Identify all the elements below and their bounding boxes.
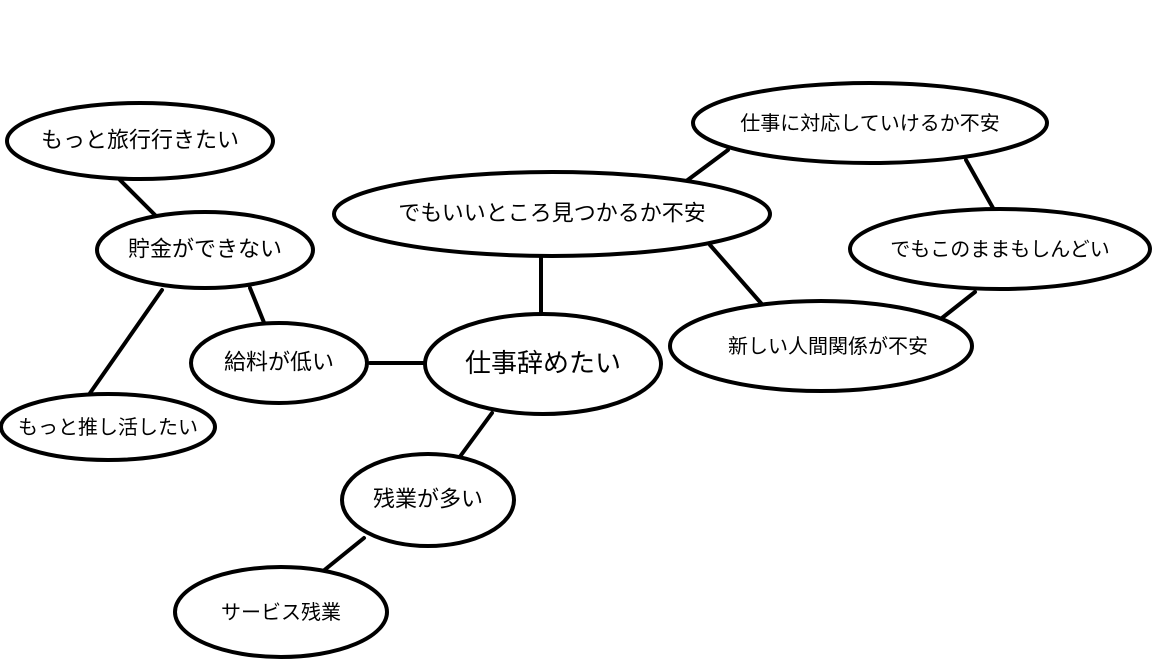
node-center-shape — [423, 312, 663, 416]
node-oshi-shape — [0, 392, 217, 462]
node-travel[interactable]: もっと旅行行きたい — [5, 101, 275, 181]
node-service-overtime[interactable]: サービス残業 — [173, 565, 389, 659]
node-oshi[interactable]: もっと推し活したい — [0, 392, 217, 462]
link-low-salary-no-savings — [248, 286, 267, 327]
node-oshi-label: もっと推し活したい — [18, 415, 198, 439]
node-no-savings[interactable]: 貯金ができない — [95, 210, 315, 290]
node-relationships-label: 新しい人間関係が不安 — [728, 334, 928, 358]
node-center-label: 仕事辞めたい — [465, 349, 621, 379]
node-service-overtime-label: サービス残業 — [221, 600, 341, 624]
node-adapt-work[interactable]: 仕事に対応していけるか不安 — [691, 81, 1049, 165]
node-tiring[interactable]: でもこのままもしんどい — [848, 207, 1152, 291]
node-travel-label: もっと旅行行きたい — [41, 129, 239, 154]
link-no-savings-travel — [118, 178, 157, 217]
node-adapt-work-label: 仕事に対応していけるか不安 — [740, 111, 999, 135]
node-find-job-shape — [332, 170, 772, 258]
link-find-job-adapt — [683, 148, 730, 184]
node-adapt-work-shape — [691, 81, 1049, 165]
node-relationships-shape — [668, 299, 974, 393]
node-low-salary[interactable]: 給料が低い — [189, 321, 369, 405]
node-center[interactable]: 仕事辞めたい — [423, 312, 663, 416]
node-no-savings-shape — [95, 210, 315, 290]
node-find-job-label: でもいいところ見つかるか不安 — [398, 202, 706, 227]
link-center-overtime — [454, 411, 494, 464]
connector-lines — [86, 148, 995, 578]
node-tiring-shape — [848, 207, 1152, 291]
node-low-salary-shape — [189, 321, 369, 405]
node-travel-shape — [5, 101, 275, 181]
node-relationships[interactable]: 新しい人間関係が不安 — [668, 299, 974, 393]
link-find-job-relationships — [708, 243, 769, 312]
node-overtime[interactable]: 残業が多い — [340, 452, 516, 548]
node-tiring-label: でもこのままもしんどい — [890, 237, 1109, 261]
link-adapt-tiring — [964, 158, 995, 210]
node-low-salary-label: 給料が低い — [224, 351, 334, 376]
node-no-savings-label: 貯金ができない — [128, 238, 282, 263]
node-service-overtime-shape — [173, 565, 389, 659]
link-no-savings-oshi — [86, 288, 164, 398]
node-find-job[interactable]: でもいいところ見つかるか不安 — [332, 170, 772, 258]
node-overtime-label: 残業が多い — [373, 488, 483, 513]
link-tiring-relationships — [940, 290, 977, 320]
node-overtime-shape — [340, 452, 516, 548]
